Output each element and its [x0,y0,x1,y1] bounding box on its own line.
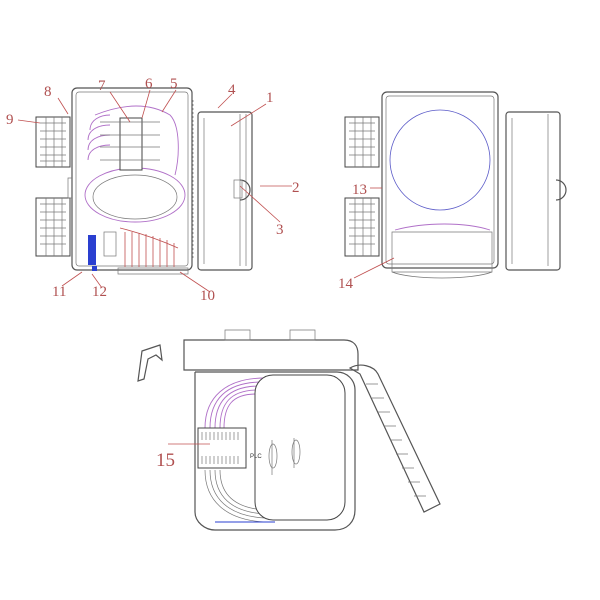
plc-label: PLC [250,454,262,460]
callout-1: 1 [266,90,274,106]
callout-8: 8 [44,84,52,100]
callout-6: 6 [145,76,153,92]
callout-3: 3 [276,222,284,238]
callout-5: 5 [170,76,178,92]
cable-gland-block-bottom [35,197,71,257]
callout-13: 13 [352,182,367,198]
callout-12: 12 [92,284,107,300]
adapter-column [100,117,160,171]
fiber-coil-circle [389,109,491,211]
side-view-open: PLC [137,329,441,531]
callouts: 1 2 3 4 5 6 7 8 9 10 11 12 13 14 15 [6,76,395,471]
adapter-blue [88,235,96,265]
callout-11: 11 [52,284,66,300]
top-cover [183,339,359,371]
box-lid [192,100,253,271]
cable-gland-block-top [35,116,71,168]
callout-15: 15 [156,450,175,471]
front-view-open-box [35,87,253,275]
callout-2: 2 [292,180,300,196]
rear-view-box [344,91,567,279]
callout-9: 9 [6,112,14,128]
tray-body [194,371,356,531]
splitter-block [197,427,247,469]
splice-tray-hinged [348,364,441,513]
callout-14: 14 [338,276,354,292]
callout-10: 10 [200,288,215,304]
callout-4: 4 [228,82,236,98]
callout-7: 7 [98,78,106,94]
box-body [71,87,193,271]
latch [137,344,163,382]
fiber-bundle [204,377,275,523]
